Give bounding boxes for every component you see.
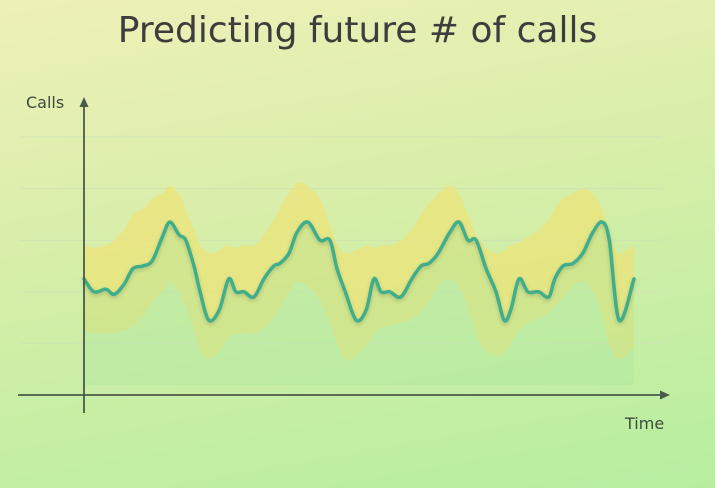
series-area-0: [84, 221, 634, 385]
axes: [18, 97, 670, 413]
y-axis-label: Calls: [26, 93, 64, 112]
confidence-band-0: [84, 182, 634, 360]
x-axis-arrow: [660, 390, 670, 400]
confidence-band-layer: [84, 182, 634, 385]
y-axis-arrow: [79, 97, 89, 107]
x-axis-label: Time: [624, 414, 664, 433]
series-line-0: [82, 220, 636, 323]
chart-title: Predicting future # of calls: [117, 10, 598, 51]
series-line-layer: [82, 220, 636, 323]
